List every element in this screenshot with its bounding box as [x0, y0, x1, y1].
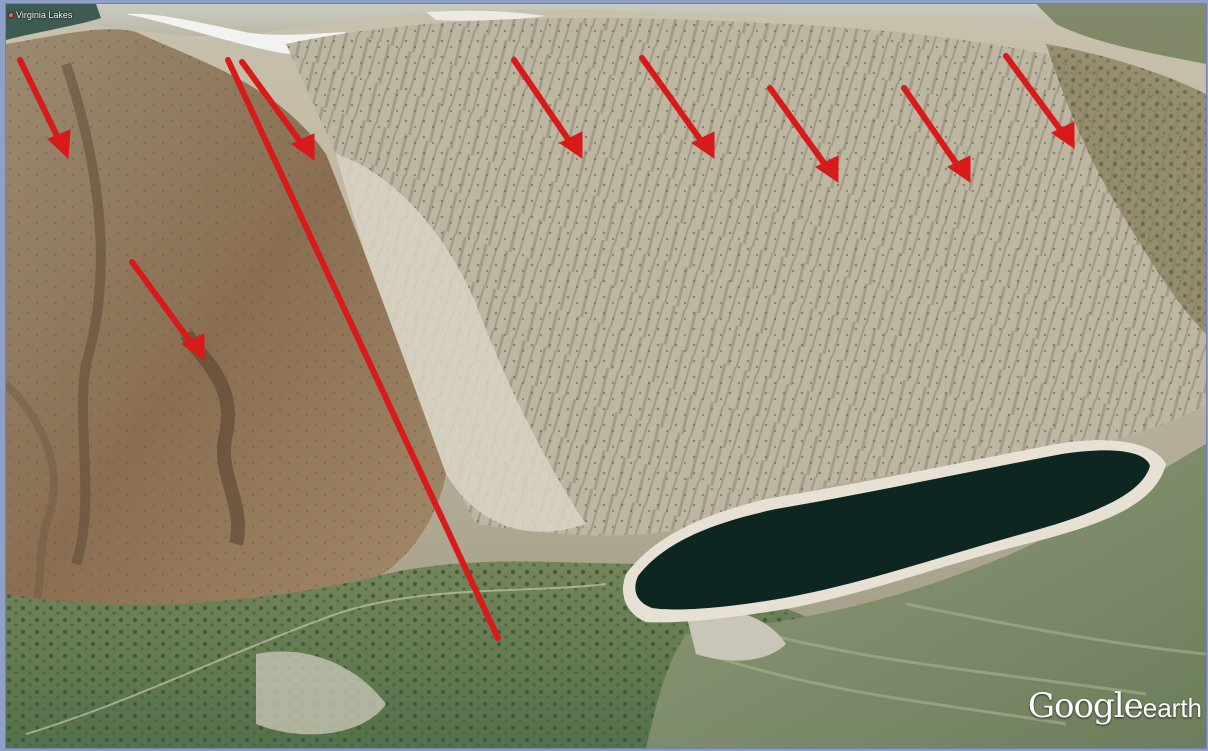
arrow-3: [239, 59, 315, 161]
image-frame: ●Virginia Lakes Googleearth: [5, 3, 1207, 749]
watermark-product: earth: [1142, 693, 1202, 723]
place-label-text: Virginia Lakes: [16, 10, 73, 20]
distant-lake: [6, 4, 101, 40]
arrow-8: [1003, 53, 1075, 149]
trail: [25, 583, 607, 735]
arrow-1: [17, 57, 71, 160]
annotation-layer: [17, 53, 1075, 641]
arrow-6: [767, 85, 839, 183]
location-pin-icon: ●: [8, 10, 15, 21]
left-ridge-shrubs: [6, 29, 446, 614]
distant-vegetation: [1036, 4, 1206, 64]
lower-right-hillside: [646, 444, 1206, 748]
google-earth-watermark: Googleearth: [1028, 686, 1202, 726]
arrow-4: [511, 57, 583, 159]
talus-fan: [336, 154, 586, 532]
arrow-5: [639, 55, 715, 159]
hillside-striations: [705, 602, 1206, 726]
place-label: ●Virginia Lakes: [8, 10, 72, 21]
watermark-brand: Google: [1027, 686, 1144, 726]
distant-ridge: [6, 4, 1206, 37]
right-hillside-trees: [1046, 44, 1206, 334]
aerial-mountain-scene: [6, 4, 1206, 748]
lake: [635, 450, 1150, 610]
fault-line: [225, 57, 501, 641]
arrow-2: [129, 259, 205, 361]
scree-patch: [686, 610, 786, 661]
arrow-7: [901, 85, 971, 183]
snow-patch: [426, 10, 546, 21]
scree-patch: [256, 651, 386, 735]
